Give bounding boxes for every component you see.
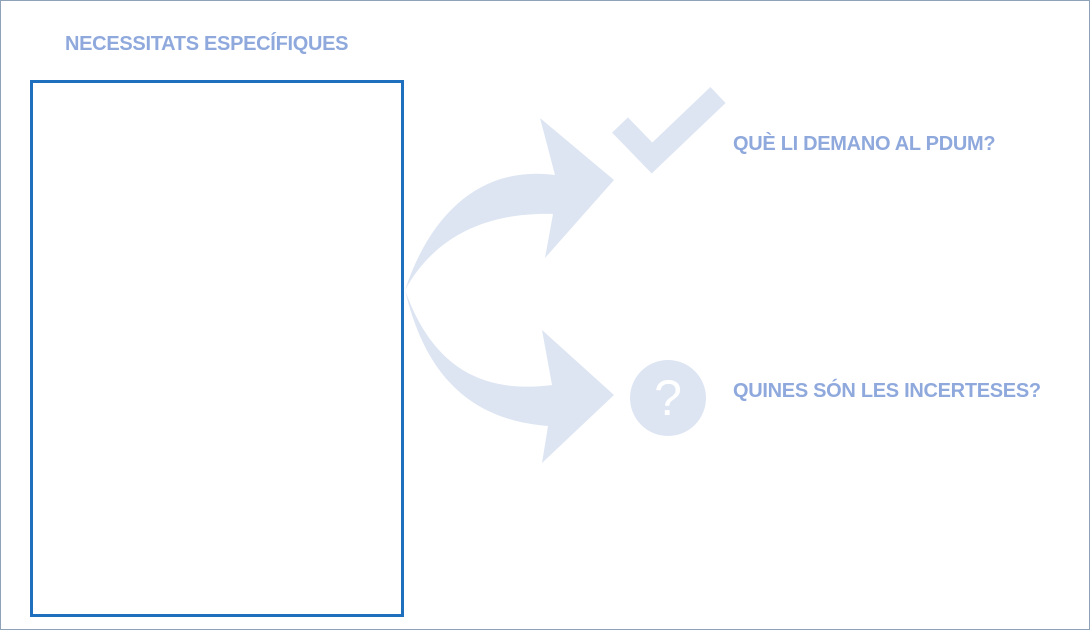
- option-uncertainties-label: QUINES SÓN LES INCERTESES?: [733, 380, 1041, 402]
- check-icon: [612, 87, 726, 174]
- needs-text-area[interactable]: [30, 80, 404, 617]
- page-title: NECESSITATS ESPECÍFIQUES: [65, 33, 349, 55]
- svg-text:?: ?: [654, 370, 682, 426]
- lower-arrow-icon: [405, 290, 614, 463]
- question-icon: ?: [630, 360, 706, 436]
- option-demand-label: QUÈ LI DEMANO AL PDUM?: [733, 133, 996, 155]
- upper-arrow-icon: [405, 118, 614, 290]
